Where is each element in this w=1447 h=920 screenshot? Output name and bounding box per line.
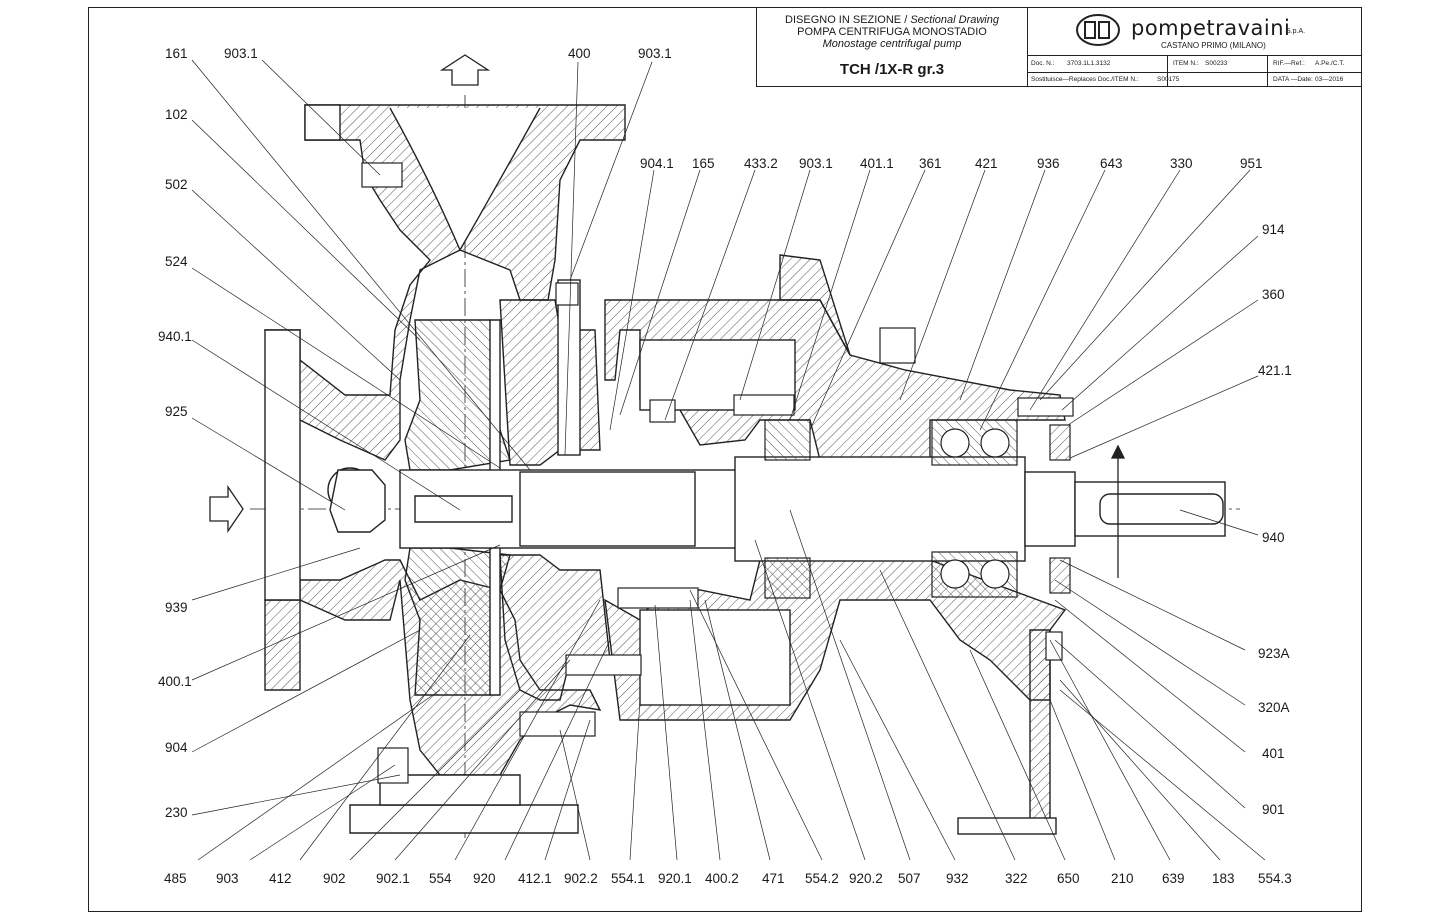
arrow-up-icon [1110, 444, 1126, 578]
callout-label: 524 [165, 254, 188, 269]
callout-label: 161 [165, 46, 188, 61]
callout-label: 400.1 [158, 674, 192, 689]
casing-cover [499, 279, 611, 701]
item-value: S00233 [1205, 60, 1228, 67]
callout-label: 914 [1262, 222, 1285, 237]
callout-label: 903.1 [224, 46, 258, 61]
pompetravaini-logo-icon [1076, 14, 1120, 46]
callout-label: 554 [429, 871, 452, 886]
callout-label: 903 [216, 871, 239, 886]
callout-label: 421 [975, 156, 998, 171]
ref-label: RIF.—Ref.: [1273, 60, 1305, 67]
title-it: DISEGNO IN SEZIONE / [785, 14, 908, 26]
callout-label: 485 [164, 871, 187, 886]
callout-label: 951 [1240, 156, 1263, 171]
callout-label: 554.3 [1258, 871, 1292, 886]
bearings [764, 419, 1071, 599]
date-value: 03—2016 [1315, 76, 1344, 83]
callout-label: 554.2 [805, 871, 839, 886]
callout-label: 932 [946, 871, 969, 886]
callout-label: 902.1 [376, 871, 410, 886]
ref-value: A.Pe./C.T. [1315, 60, 1345, 67]
subtitle-it: POMPA CENTRIFUGA MONOSTADIO [797, 26, 987, 38]
callout-label: 165 [692, 156, 715, 171]
callout-label: 210 [1111, 871, 1134, 886]
callout-label: 433.2 [744, 156, 778, 171]
callout-label: 401.1 [860, 156, 894, 171]
arrow-up-icon [439, 54, 491, 86]
callout-label: 502 [165, 177, 188, 192]
callout-label: 936 [1037, 156, 1060, 171]
callout-label: 650 [1057, 871, 1080, 886]
callout-label: 903.1 [638, 46, 672, 61]
doc-value: 3703.1L1.3132 [1067, 60, 1111, 67]
callout-label: 102 [165, 107, 188, 122]
title-panel: DISEGNO IN SEZIONE / Sectional Drawing P… [757, 8, 1028, 86]
replaces-value: S00175 [1157, 76, 1180, 83]
leader-lines [191, 59, 1266, 861]
callout-label: 230 [165, 805, 188, 820]
callout-label: 902 [323, 871, 346, 886]
callout-label: 330 [1170, 156, 1193, 171]
date-label: DATA —Date: [1273, 76, 1313, 83]
doc-label: Doc. N.: [1031, 60, 1055, 67]
arrow-right-icon [209, 484, 244, 534]
brand-city: CASTANO PRIMO (MILANO) [1161, 41, 1266, 50]
callout-label: 939 [165, 600, 188, 615]
callout-label: 902.2 [564, 871, 598, 886]
callout-label: 322 [1005, 871, 1028, 886]
bolts [361, 162, 1074, 784]
replaces-label: Sostituisce—Replaces Doc./ITEM N.: [1031, 76, 1139, 83]
brand-suffix: S.p.A. [1286, 28, 1306, 35]
callout-label: 361 [919, 156, 942, 171]
callout-label: 901 [1262, 802, 1285, 817]
callout-label: 925 [165, 404, 188, 419]
callout-label: 940 [1262, 530, 1285, 545]
title-block: DISEGNO IN SEZIONE / Sectional Drawing P… [756, 7, 1362, 87]
callout-label: 320A [1258, 700, 1290, 715]
support-foot [957, 629, 1057, 835]
callout-label: 920.2 [849, 871, 883, 886]
callout-label: 923A [1258, 646, 1290, 661]
callout-label: 360 [1262, 287, 1285, 302]
document-info: Doc. N.: 3703.1L1.3132 ITEM N.: S00233 R… [1027, 55, 1361, 86]
title-en: Sectional Drawing [910, 14, 999, 26]
callout-label: 412 [269, 871, 292, 886]
callout-label: 412.1 [518, 871, 552, 886]
model-name: TCH /1X-R gr.3 [839, 61, 945, 78]
item-label: ITEM N.: [1173, 60, 1199, 67]
shaft [327, 456, 1226, 562]
callout-label: 401 [1262, 746, 1285, 761]
brand-name: pompetravaini [1131, 16, 1291, 40]
callout-label: 920 [473, 871, 496, 886]
callout-label: 507 [898, 871, 921, 886]
company-panel: pompetravaini S.p.A. CASTANO PRIMO (MILA… [1027, 8, 1361, 86]
callout-label: 920.1 [658, 871, 692, 886]
impeller [404, 319, 511, 696]
callout-label: 400 [568, 46, 591, 61]
callout-label: 904 [165, 740, 188, 755]
drawing-frame [88, 7, 1362, 912]
callout-label: 940.1 [158, 329, 192, 344]
callout-label: 421.1 [1258, 363, 1292, 378]
callout-label: 639 [1162, 871, 1185, 886]
callout-label: 903.1 [799, 156, 833, 171]
callout-label: 183 [1212, 871, 1235, 886]
callout-label: 400.2 [705, 871, 739, 886]
callout-label: 471 [762, 871, 785, 886]
callout-label: 904.1 [640, 156, 674, 171]
callout-label: 554.1 [611, 871, 645, 886]
subtitle-en: Monostage centrifugal pump [822, 38, 962, 50]
callout-label: 643 [1100, 156, 1123, 171]
